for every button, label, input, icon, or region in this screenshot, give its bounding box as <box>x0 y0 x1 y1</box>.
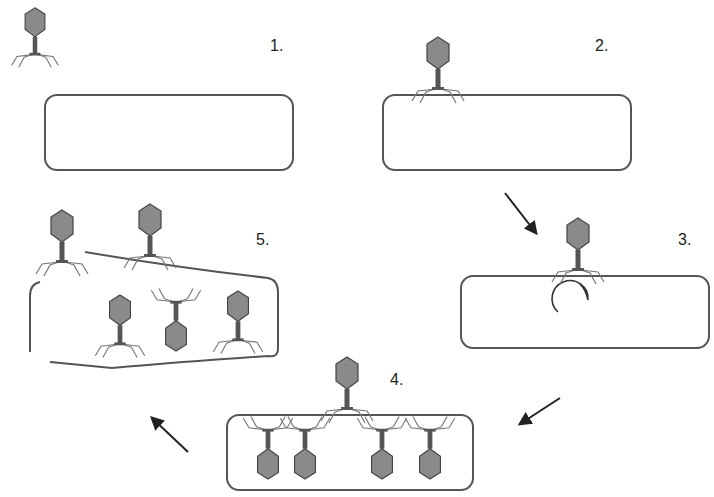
bacterial-cell <box>461 276 709 348</box>
lysed-cell-wall <box>30 282 40 352</box>
bacteriophage <box>36 210 88 276</box>
tail-fiber <box>350 409 373 421</box>
tail-fiber <box>12 55 33 66</box>
phage-tail <box>303 431 308 449</box>
bacteriophage <box>357 416 406 479</box>
phage-head <box>25 8 45 37</box>
phage-head <box>166 321 187 351</box>
phage-head <box>139 204 161 236</box>
phage-tail <box>576 250 581 269</box>
bacteriophage <box>151 288 200 351</box>
phage-tail <box>118 325 123 343</box>
phage-tail <box>148 236 153 255</box>
tail-fiber <box>153 256 176 268</box>
step-number: 3. <box>678 232 691 248</box>
tail-fiber <box>151 290 173 301</box>
tail-fiber <box>385 418 407 429</box>
bacterial-cell <box>383 95 631 170</box>
bacterial-cell <box>45 95 293 170</box>
phage-tail <box>380 431 385 449</box>
tail-fiber <box>65 262 88 274</box>
tail-fiber <box>213 340 235 351</box>
phage-group <box>12 8 604 479</box>
tail-fiber <box>243 418 265 429</box>
tail-fiber <box>280 418 302 429</box>
phage-tail <box>266 431 271 449</box>
phage-tail <box>33 37 38 54</box>
phage-tail <box>436 69 441 88</box>
tail-fiber <box>433 418 455 429</box>
tail-fiber <box>321 409 344 421</box>
bacteriophage <box>405 416 454 479</box>
tail-fiber <box>179 290 201 301</box>
phage-head <box>567 218 589 250</box>
bacteriophage <box>124 204 176 270</box>
phage-head <box>336 357 358 389</box>
tail-fiber <box>36 262 59 274</box>
bacteriophage <box>552 218 604 284</box>
tail-fiber <box>38 55 59 66</box>
bacteriophage <box>12 8 59 67</box>
step-number: 4. <box>390 372 403 388</box>
phage-head <box>295 449 316 479</box>
phage-tail <box>60 242 65 261</box>
bacteriophage <box>95 295 144 358</box>
step-arrow <box>520 398 560 424</box>
phage-head <box>427 37 449 69</box>
step-number: 5. <box>256 232 269 248</box>
phage-tail <box>345 389 350 408</box>
phage-head <box>110 295 131 325</box>
step-number: 1. <box>270 38 283 54</box>
tail-fiber <box>123 344 145 355</box>
tail-fiber <box>405 418 427 429</box>
lysed-cell-wall <box>50 252 278 368</box>
phage-head <box>258 449 279 479</box>
phage-head <box>420 449 441 479</box>
phage-tail <box>428 431 433 449</box>
step-arrow <box>505 193 536 233</box>
tail-fiber <box>308 418 330 429</box>
phage-head <box>228 291 249 321</box>
phage-tail <box>236 321 241 339</box>
tail-fiber <box>552 270 575 282</box>
tail-fiber <box>124 256 147 268</box>
step-number: 2. <box>595 38 608 54</box>
tail-fiber <box>357 418 379 429</box>
bacteriophage <box>213 291 262 354</box>
tail-fiber <box>412 89 435 101</box>
phage-head <box>51 210 73 242</box>
bacteriophage <box>412 37 464 103</box>
bacteriophage <box>280 416 329 479</box>
tail-fiber <box>241 340 263 351</box>
tail-fiber <box>581 270 604 282</box>
tail-fiber <box>95 344 117 355</box>
phage-tail <box>174 303 179 321</box>
bacterial-cell <box>227 415 473 490</box>
bacteriophage <box>321 357 373 423</box>
phage-head <box>372 449 393 479</box>
tail-fiber <box>441 89 464 101</box>
viral-dna <box>552 281 588 312</box>
step-arrow <box>152 418 188 452</box>
